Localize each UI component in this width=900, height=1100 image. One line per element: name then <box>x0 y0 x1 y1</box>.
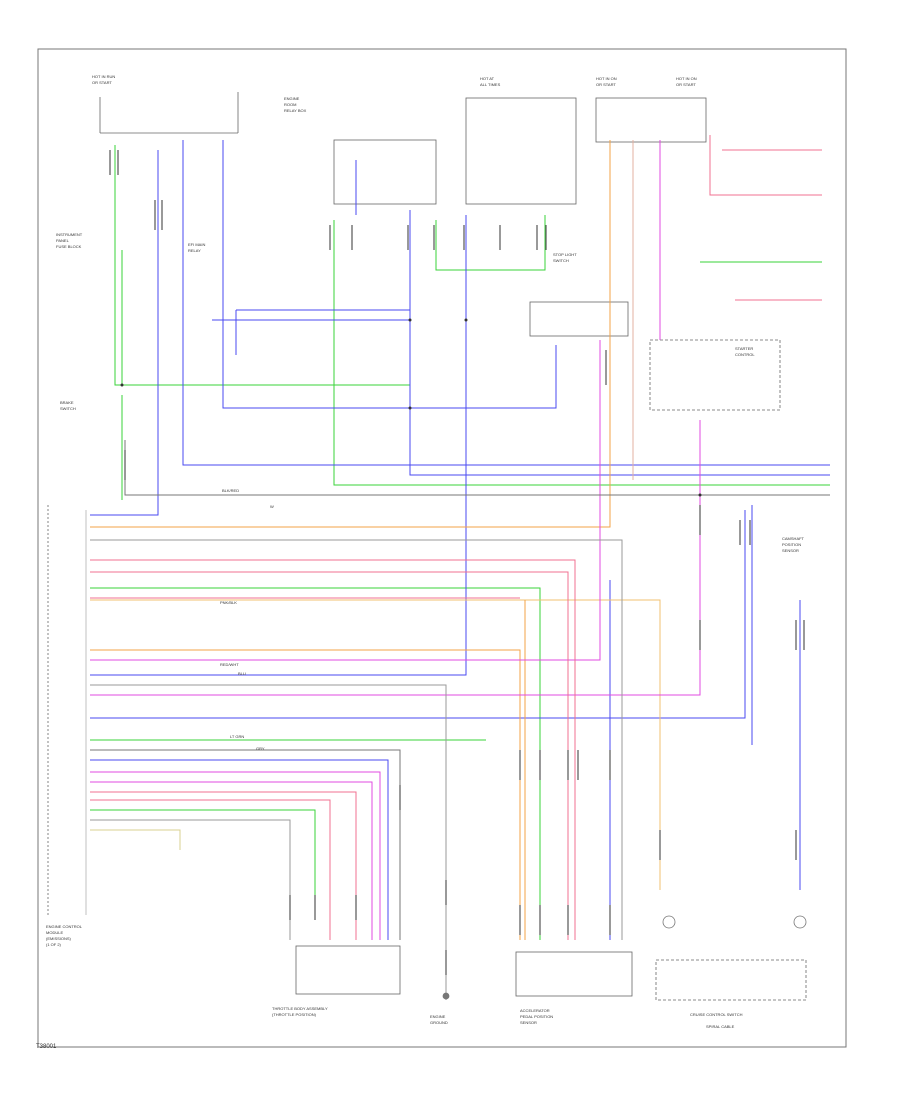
engine-ground-label: ENGINE <box>430 1014 446 1019</box>
wire-red-1 <box>90 559 576 940</box>
module-label-2: MODULE <box>46 930 63 935</box>
connector-stubs <box>109 150 805 975</box>
diagram-border <box>37 48 847 1048</box>
top-power-sections <box>47 92 807 1001</box>
wires <box>90 135 830 1000</box>
wire-blue-7 <box>90 510 746 719</box>
wire-label-blu: BLU <box>238 671 246 676</box>
section-5-label: HOT IN ON <box>676 76 697 81</box>
ground-symbols <box>442 915 807 1000</box>
section-4-label-2: OR START <box>596 82 616 87</box>
wire-green-3 <box>435 215 546 271</box>
starter-ctrl-label-2: CONTROL <box>735 352 755 357</box>
wire-magenta-2 <box>90 340 601 661</box>
wire-blue-2 <box>182 140 830 466</box>
cruise-switch-label: CRUISE CONTROL SWITCH <box>690 1012 743 1017</box>
cam-sensor-label-3: SENSOR <box>782 548 799 553</box>
module-label: ENGINE CONTROL <box>46 924 83 929</box>
wire-gray-3 <box>90 749 401 940</box>
wire-green-ltgrn <box>90 587 541 940</box>
section-3-label-2: ALL TIMES <box>480 82 501 87</box>
section-labels: HOT IN RUN OR START ENGINE ROOM RELAY BO… <box>92 74 697 113</box>
accel-pedal-label-3: SENSOR <box>520 1020 537 1025</box>
starter-ctrl-label: STARTER <box>735 346 753 351</box>
wire-green-tps <box>90 809 316 900</box>
wire-red-top2 <box>709 135 822 196</box>
wire-gray-1 <box>90 539 623 940</box>
wire-orange-2 <box>90 599 661 890</box>
section-2-label: ENGINE <box>284 96 300 101</box>
wire-blue-3 <box>222 140 557 409</box>
component-labels: INSTRUMENT PANEL FUSE BLOCK EFI MAIN REL… <box>46 232 805 1029</box>
bus-label-w: W <box>270 504 274 509</box>
wire-blue-8 <box>90 759 389 940</box>
wire-label-red: RED/WHT <box>220 662 239 667</box>
brake-switch-label-2: SWITCH <box>60 406 76 411</box>
stop-light-label-2: SWITCH <box>553 258 569 263</box>
spiral-cable-label: SPIRAL CABLE <box>706 1024 735 1029</box>
module-label-3: (EMISSIONS) <box>46 936 72 941</box>
junction-dots <box>120 318 702 497</box>
wire-label-ltgrn: LT GRN <box>230 734 244 739</box>
module-label-4: (1 OF 2) <box>46 942 62 947</box>
wire-blue-4 <box>409 210 830 476</box>
wire-blue-1 <box>90 150 159 516</box>
wire-red-4 <box>90 791 357 940</box>
throttle-label: THROTTLE BODY ASSEMBLY <box>272 1006 328 1011</box>
accel-pedal-label: ACCELERATOR <box>520 1008 550 1013</box>
engine-ground-label-2: GROUND <box>430 1020 448 1025</box>
wire-yellow-1 <box>90 829 181 850</box>
cam-sensor-label-2: POSITION <box>782 542 801 547</box>
diagram-id: T38001 <box>36 1044 57 1050</box>
wire-gray-5 <box>90 819 291 940</box>
section-4-label: HOT IN ON <box>596 76 617 81</box>
wire-magenta-5 <box>90 771 381 940</box>
section-5-label-2: OR START <box>676 82 696 87</box>
section-2-label-3: RELAY BOX <box>284 108 307 113</box>
wire-green-bus <box>333 220 830 486</box>
wire-magenta-3 <box>90 420 701 696</box>
instrument-panel-label-3: FUSE BLOCK <box>56 244 82 249</box>
efi-relay-label-2: RELAY <box>188 248 201 253</box>
wire-blue-6 <box>90 215 467 676</box>
throttle-label-2: (THROTTLE POSITION) <box>272 1012 317 1017</box>
brake-switch-label: BRAKE <box>60 400 74 405</box>
section-1-label-2: OR START <box>92 80 112 85</box>
accel-pedal-label-2: PEDAL POSITION <box>520 1014 553 1019</box>
wire-red-2 <box>90 571 569 940</box>
section-2-label-2: ROOM <box>284 102 296 107</box>
stop-light-label: STOP LIGHT <box>553 252 577 257</box>
cam-sensor-label: CAMSHAFT <box>782 536 805 541</box>
wire-red-5 <box>90 799 331 940</box>
bus-labels: BLK/RED W PNK/BLK RED/WHT LT GRN BLU GRY <box>220 488 274 751</box>
section-3-label: HOT AT <box>480 76 495 81</box>
wire-orange-1 <box>90 140 611 528</box>
wire-label-gry: GRY <box>256 746 265 751</box>
wire-label-pnk: PNK/BLK <box>220 600 237 605</box>
efi-relay-label: EFI MAIN <box>188 242 205 247</box>
bus-label-blk: BLK/RED <box>222 488 239 493</box>
wire-gray-4 <box>90 684 447 1000</box>
wire-orange-3 <box>90 649 521 940</box>
instrument-panel-label: INSTRUMENT <box>56 232 83 237</box>
section-1-label: HOT IN RUN <box>92 74 115 79</box>
wire-magenta-4 <box>90 781 373 940</box>
wire-gray-2 <box>124 440 830 496</box>
wire-green-1 <box>114 145 410 386</box>
instrument-panel-label-2: PANEL <box>56 238 70 243</box>
